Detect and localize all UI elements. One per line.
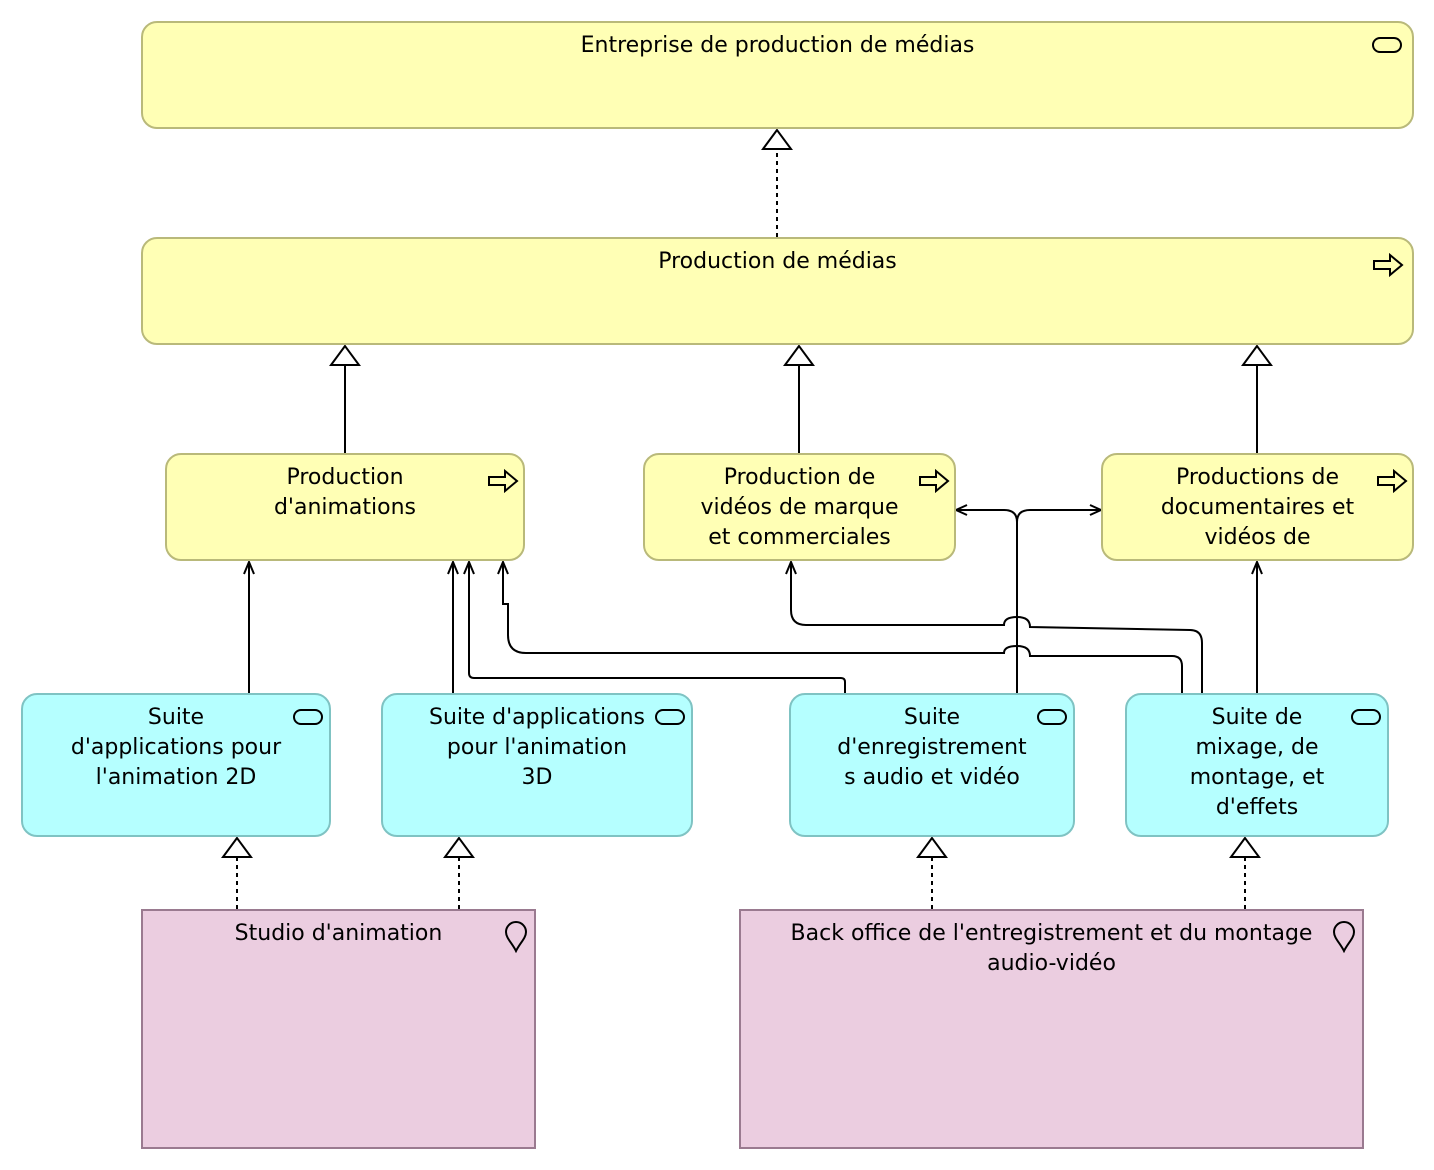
location-pin-icon xyxy=(504,921,528,953)
service-icon xyxy=(1037,709,1067,725)
node-label: Production de vidéos de marque et commer… xyxy=(700,465,899,550)
relation-studio-to-3d xyxy=(443,836,475,909)
relation-audio-video-to-animations xyxy=(463,559,846,693)
process-arrow-icon xyxy=(1373,253,1404,277)
node-studio[interactable]: Studio d'animation xyxy=(141,909,536,1149)
service-icon xyxy=(293,709,323,725)
node-label: Entreprise de production de médias xyxy=(580,33,975,58)
node-label: Suite de mixage, de montage, et d'effets xyxy=(1189,705,1325,820)
relation-animations-to-media xyxy=(329,344,361,453)
node-brand-videos[interactable]: Production de vidéos de marque et commer… xyxy=(643,453,956,561)
relation-brand-to-media xyxy=(783,344,815,453)
node-documentaries[interactable]: Productions de documentaires et vidéos d… xyxy=(1101,453,1414,561)
node-enterprise[interactable]: Entreprise de production de médias xyxy=(141,21,1414,129)
node-label: Production d'animations xyxy=(273,465,417,520)
node-label: Studio d'animation xyxy=(234,921,443,946)
node-suite-audio-video[interactable]: Suite d'enregistrement s audio et vidéo xyxy=(789,693,1075,837)
relation-backoffice-to-audio-video xyxy=(916,836,948,909)
process-arrow-icon xyxy=(488,469,519,493)
node-label: Production de médias xyxy=(658,249,897,274)
node-label: Back office de l'entregistrement et du m… xyxy=(790,921,1313,976)
node-back-office[interactable]: Back office de l'entregistrement et du m… xyxy=(739,909,1364,1149)
relation-documentaries-to-media xyxy=(1241,344,1273,453)
relation-media-to-enterprise xyxy=(761,128,793,237)
node-suite-3d[interactable]: Suite d'applications pour l'animation 3D xyxy=(381,693,693,837)
process-arrow-icon xyxy=(1377,469,1408,493)
node-suite-mixing[interactable]: Suite de mixage, de montage, et d'effets xyxy=(1125,693,1389,837)
node-animations[interactable]: Production d'animations xyxy=(165,453,525,561)
relation-mixing-to-documentaries xyxy=(1251,559,1263,693)
relation-backoffice-to-mixing xyxy=(1229,836,1261,909)
node-label: Suite d'enregistrement s audio et vidéo xyxy=(837,705,1027,790)
process-arrow-icon xyxy=(919,469,950,493)
service-icon xyxy=(1372,37,1402,53)
node-label: Suite d'applications pour l'animation 2D xyxy=(70,705,282,790)
relation-audio-video-to-brand-and-doc xyxy=(953,504,1104,693)
node-media-production[interactable]: Production de médias xyxy=(141,237,1414,345)
relation-3d-to-animations xyxy=(447,559,459,693)
node-label: Productions de documentaires et vidéos d… xyxy=(1160,465,1355,550)
node-suite-2d[interactable]: Suite d'applications pour l'animation 2D xyxy=(21,693,331,837)
relation-mixing-to-brand xyxy=(785,559,1203,693)
service-icon xyxy=(1351,709,1381,725)
node-label: Suite d'applications pour l'animation 3D xyxy=(428,705,645,790)
relation-studio-to-2d xyxy=(221,836,253,909)
relation-2d-to-animations xyxy=(243,559,255,693)
service-icon xyxy=(655,709,685,725)
location-pin-icon xyxy=(1332,921,1356,953)
